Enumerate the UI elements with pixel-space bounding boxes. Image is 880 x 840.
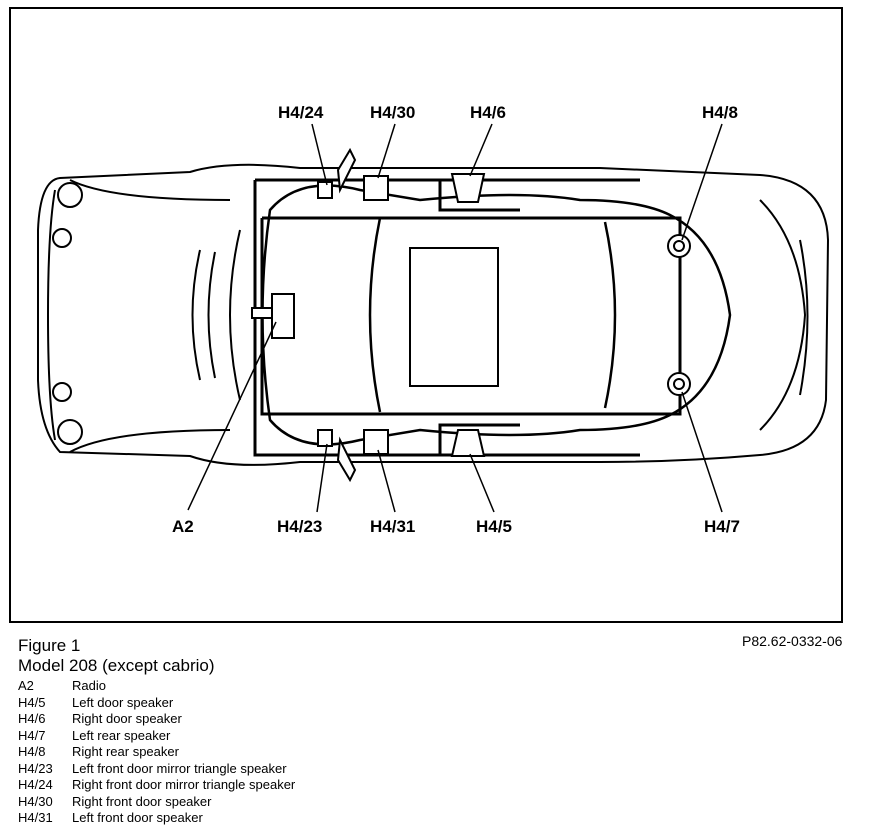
legend-desc: Right door speaker — [72, 711, 182, 726]
legend-row: H4/23 Left front door mirror triangle spe… — [18, 761, 295, 778]
legend-code: H4/5 — [18, 694, 46, 710]
legend-desc: Right front door mirror triangle speaker — [72, 777, 296, 792]
callout-h4-30: H4/30 — [370, 103, 415, 122]
callout-h4-5: H4/5 — [476, 517, 512, 536]
legend-row: H4/31 Left front door speaker — [18, 810, 295, 827]
legend-desc: Right front door speaker — [72, 793, 212, 809]
diagram-frame — [9, 7, 843, 623]
legend-row: H4/30 Right front door speaker — [18, 794, 295, 811]
car-cabin — [261, 184, 732, 446]
legend-code: H4/23 — [18, 760, 53, 776]
legend-desc: Right rear speaker — [72, 744, 179, 759]
car-body — [37, 163, 830, 466]
speaker-h4-5 — [450, 429, 486, 457]
legend-desc: Left front door speaker — [72, 810, 203, 825]
speaker-h4-30 — [363, 175, 389, 201]
speaker-h4-6 — [450, 173, 486, 203]
callout-a2: A2 — [172, 517, 194, 536]
reference-code: P82.62-0332-06 — [742, 633, 843, 649]
speaker-h4-7 — [667, 372, 691, 396]
speaker-h4-24 — [317, 181, 333, 199]
leader-lines — [187, 123, 723, 513]
legend-desc: Left front door mirror triangle speaker — [72, 760, 287, 776]
legend-desc: Left rear speaker — [72, 727, 171, 743]
legend-desc: Left door speaker — [72, 694, 174, 710]
legend-code: H4/31 — [18, 810, 53, 825]
wiring-harness — [253, 178, 682, 457]
legend-code: H4/30 — [18, 793, 53, 809]
legend-row: H4/7 Left rear speaker — [18, 728, 295, 745]
components — [251, 147, 691, 483]
legend-code: H4/7 — [18, 727, 46, 743]
radio-a2-unit — [271, 293, 295, 339]
speaker-h4-8 — [667, 234, 691, 258]
legend-code: H4/24 — [18, 777, 53, 792]
legend-row: H4/5 Left door speaker — [18, 695, 295, 712]
callout-h4-23: H4/23 — [277, 517, 322, 536]
legend-desc: Radio — [72, 678, 106, 693]
callout-h4-24: H4/24 — [278, 103, 324, 122]
callout-h4-6: H4/6 — [470, 103, 506, 122]
legend-code: H4/6 — [18, 711, 46, 726]
callout-h4-8: H4/8 — [702, 103, 738, 122]
speaker-h4-23 — [317, 429, 333, 447]
figure-label: Figure 1 — [18, 636, 81, 655]
callout-h4-7: H4/7 — [704, 517, 740, 536]
legend-code: H4/8 — [18, 744, 46, 759]
legend-row: H4/6 Right door speaker — [18, 711, 295, 728]
legend-code: A2 — [18, 678, 34, 693]
callout-h4-31: H4/31 — [370, 517, 415, 536]
legend-row: H4/8 Right rear speaker — [18, 744, 295, 761]
legend-row: A2 Radio — [18, 678, 295, 695]
speaker-h4-31 — [363, 429, 389, 455]
car-wiring-diagram: H4/24 H4/30 H4/6 H4/8 A2 H4/23 H4/31 H4/… — [37, 103, 830, 536]
legend-row: H4/24 Right front door mirror triangle sp… — [18, 777, 295, 794]
model-label: Model 208 (except cabrio) — [18, 656, 215, 675]
